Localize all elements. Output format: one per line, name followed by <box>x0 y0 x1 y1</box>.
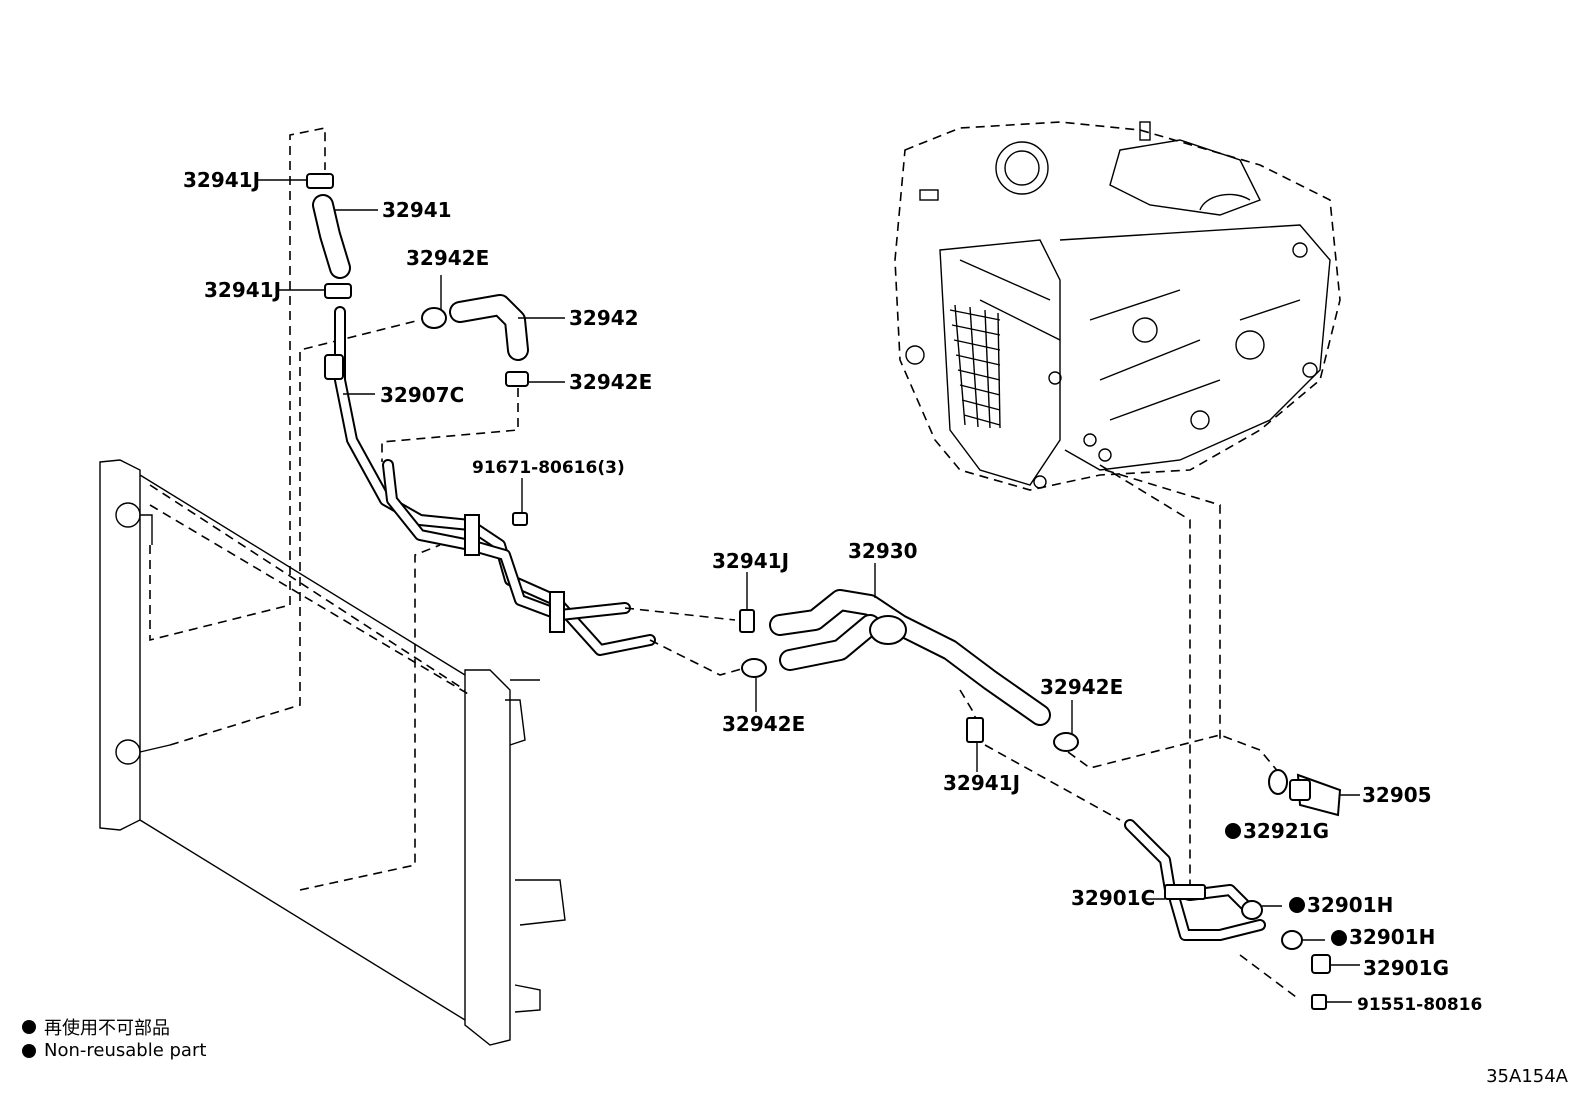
part-label-32942E-center[interactable]: 32942E <box>722 712 805 736</box>
transmission-assembly <box>894 121 1341 491</box>
part-label-32942E-top[interactable]: 32942E <box>406 246 489 270</box>
part-label-32941J-center[interactable]: 32941J <box>712 549 789 573</box>
part-label-32901H-a[interactable]: 32901H <box>1307 893 1393 917</box>
non-reusable-marker <box>1331 930 1347 946</box>
part-label-91671[interactable]: 91671-80616(3) <box>472 458 625 478</box>
legend-en-text: Non-reusable part <box>44 1040 207 1061</box>
part-label-32941J-mid[interactable]: 32941J <box>204 278 281 302</box>
part-label-32901H-b[interactable]: 32901H <box>1349 925 1435 949</box>
part-label-32901C[interactable]: 32901C <box>1071 886 1155 910</box>
radiator-outline <box>99 319 566 1046</box>
part-label-32941J-right[interactable]: 32941J <box>943 771 1020 795</box>
non-reusable-marker <box>1225 823 1241 839</box>
part-label-32942[interactable]: 32942 <box>569 306 639 330</box>
non-reusable-marker <box>1289 897 1305 913</box>
bullet-icon <box>22 1043 36 1058</box>
part-label-32907C[interactable]: 32907C <box>380 383 464 407</box>
part-label-32941J-top[interactable]: 32941J <box>183 168 260 192</box>
part-label-32901G[interactable]: 32901G <box>1363 956 1449 980</box>
part-label-32921G[interactable]: 32921G <box>1243 819 1329 843</box>
part-label-91551[interactable]: 91551-80816 <box>1357 995 1482 1015</box>
legend-jp-text: 再使用不可部品 <box>44 1018 170 1039</box>
grid-fins <box>949 304 1001 429</box>
part-label-32905[interactable]: 32905 <box>1362 783 1432 807</box>
part-label-32942E-mid[interactable]: 32942E <box>569 370 652 394</box>
diagram-reference-code: 35A154A <box>1486 1066 1568 1087</box>
part-label-32941[interactable]: 32941 <box>382 198 452 222</box>
legend-english: Non-reusable part <box>22 1040 206 1061</box>
left-pipe-group <box>289 127 656 656</box>
part-label-32942E-right[interactable]: 32942E <box>1040 675 1123 699</box>
center-hose-group <box>624 589 1286 781</box>
legend-japanese: 再使用不可部品 <box>22 1014 170 1040</box>
part-label-32930[interactable]: 32930 <box>848 539 918 563</box>
bullet-icon <box>22 1020 36 1034</box>
right-pipe-group <box>984 464 1342 1010</box>
leader-lines <box>258 179 1360 1003</box>
